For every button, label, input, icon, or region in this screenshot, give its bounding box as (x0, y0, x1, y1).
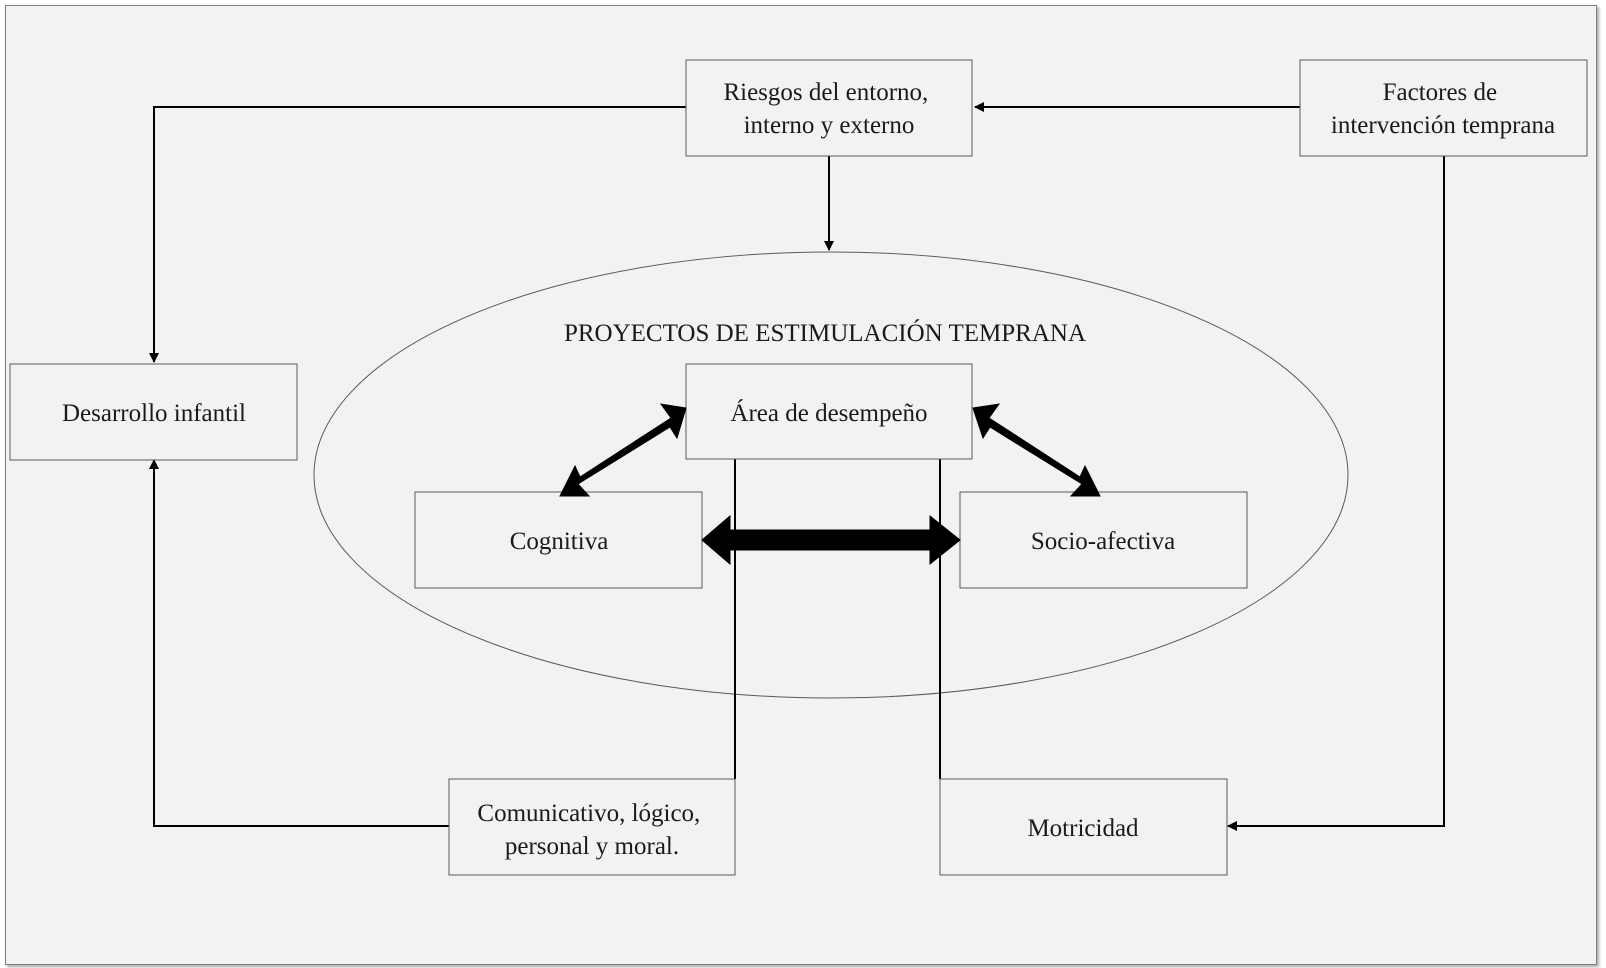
node-area: Área de desempeño (685, 363, 973, 460)
svg-text:Motricidad: Motricidad (1027, 815, 1139, 842)
thick-arrow-cognitiva-socio (701, 514, 961, 566)
node-factores-line-2: intervención temprana (1331, 112, 1555, 139)
svg-text:Cognitiva: Cognitiva (510, 528, 609, 555)
node-comunicativo: Comunicativo, lógico, personal y moral. (448, 778, 736, 876)
node-cognitiva-line-1: Cognitiva (510, 528, 609, 555)
svg-text:Área de desempeño: Área de desempeño (730, 399, 927, 427)
svg-text:Desarrollo infantil: Desarrollo infantil (62, 400, 246, 427)
ellipse-title: PROYECTOS DE ESTIMULACIÓN TEMPRANA (564, 319, 1086, 347)
node-comunicativo-line-2: personal y moral. (505, 833, 679, 860)
node-motricidad: Motricidad (939, 778, 1228, 876)
estimulacion-ellipse (313, 251, 1349, 699)
node-factores-line-1: Factores de (1383, 79, 1498, 106)
svg-text:Factores de intervención: Factores de intervención temprana (1331, 79, 1555, 139)
node-factores: Factores de intervención temprana (1299, 59, 1588, 157)
svg-text:Socio-afectiva: Socio-afectiva (1031, 528, 1175, 555)
thick-arrow-area-socio (972, 403, 1101, 497)
node-motricidad-line-1: Motricidad (1027, 815, 1139, 842)
node-area-line-1: Área de desempeño (730, 399, 927, 427)
connector-factores-motricidad (1227, 156, 1445, 831)
svg-text:Comunicativo, lógico, pe: Comunicativo, lógico, personal y moral. (477, 800, 706, 860)
connector-riesgos-desarrollo (149, 106, 686, 363)
connector-comunicativo-desarrollo (149, 459, 449, 827)
node-socio: Socio-afectiva (959, 491, 1248, 589)
node-desarrollo-line-1: Desarrollo infantil (62, 400, 246, 427)
node-desarrollo: Desarrollo infantil (9, 363, 298, 461)
node-cognitiva: Cognitiva (414, 491, 703, 589)
node-riesgos-line-1: Riesgos del entorno, (723, 79, 928, 106)
node-riesgos-line-2: interno y externo (744, 112, 915, 139)
node-comunicativo-line-1: Comunicativo, lógico, (477, 800, 700, 827)
diagram-frame (5, 5, 1597, 965)
svg-text:Riesgos del entorno, int: Riesgos del entorno, interno y externo (723, 79, 934, 139)
node-riesgos: Riesgos del entorno, interno y externo (685, 59, 973, 157)
node-socio-line-1: Socio-afectiva (1031, 528, 1175, 555)
thick-arrow-area-cognitiva (559, 403, 687, 497)
